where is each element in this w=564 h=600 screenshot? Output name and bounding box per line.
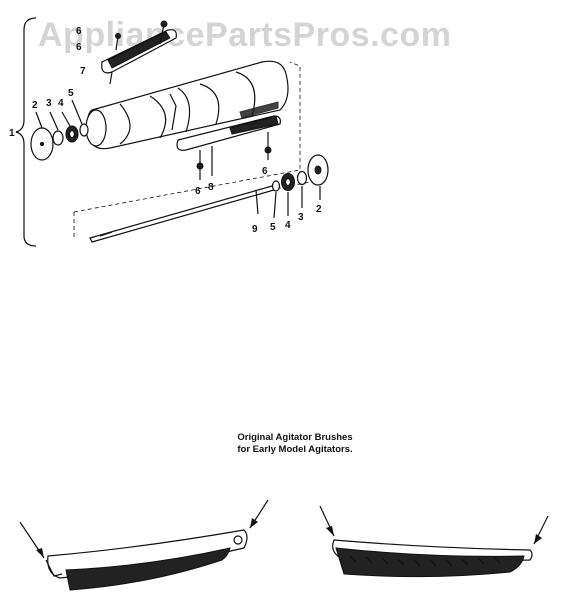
left-original-brush [45,529,248,591]
lower-screws [196,132,272,180]
callout-left-retainer: 5 [68,88,74,99]
top-screws [115,20,168,51]
shaft [89,185,275,243]
callout-shaft: 9 [252,224,258,235]
callout-bottom-brush: 8 [208,182,214,193]
callout-screw-top-b: 6 [76,42,82,53]
right-original-brush [332,539,533,578]
callout-right-retainer: 5 [270,222,276,233]
callout-assembly: 1 [9,128,15,139]
callout-right-end-cap: 2 [316,204,322,215]
callout-right-washer: 3 [298,212,304,223]
right-end-parts [271,154,329,219]
callout-left-end-cap: 2 [32,100,38,111]
bottom-brush [176,115,281,176]
watermark: AppliancePartsPros.com [38,16,451,54]
callout-left-washer: 3 [46,98,52,109]
callout-right-bearing: 4 [285,220,291,231]
left-arrows [19,499,269,559]
exploded-guide [73,61,311,238]
caption-line-1: Original Agitator Brushes [237,432,352,443]
callout-top-brush: 7 [80,66,86,77]
callout-screw-lower-left: 6 [195,186,201,197]
callout-screw-lower-right: 6 [262,166,268,177]
left-end-parts [30,99,89,161]
callout-left-bearing: 4 [58,98,64,109]
agitator-body [85,60,289,150]
callout-screw-top-a: 6 [76,26,82,37]
caption-line-2: for Early Model Agitators. [237,444,352,455]
assembly-bracket [15,17,37,247]
right-arrows [319,505,549,545]
top-brush [101,29,177,85]
